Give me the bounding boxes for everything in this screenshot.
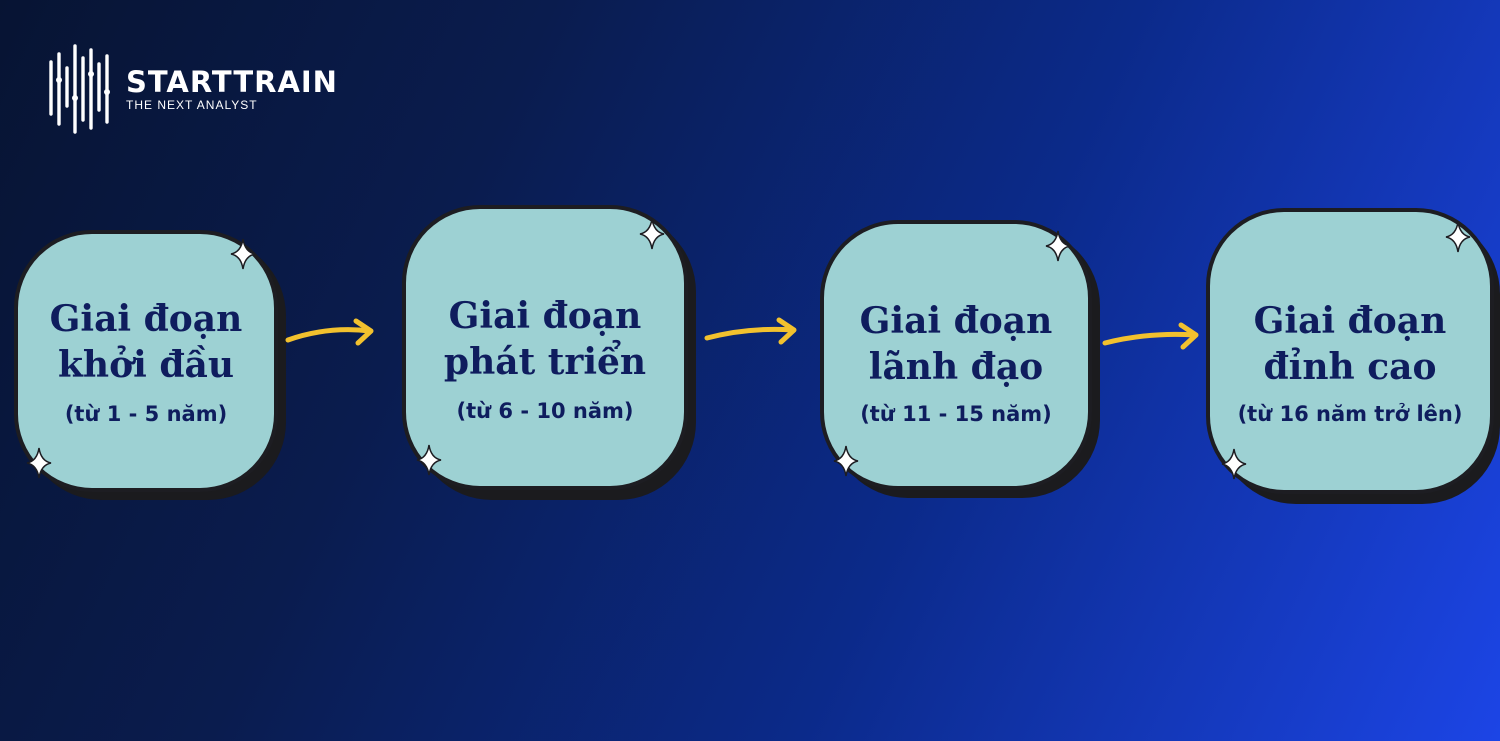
brand-tagline: THE NEXT ANALYST xyxy=(126,97,258,112)
stage-range: (từ 6 - 10 năm) xyxy=(456,399,634,423)
stage-range: (từ 11 - 15 năm) xyxy=(860,402,1052,426)
sparkle-icon xyxy=(1045,230,1071,262)
brand-logo: STARTTRAIN THE NEXT ANALYST xyxy=(46,40,338,138)
sparkle-icon xyxy=(26,447,52,479)
sparkle-icon xyxy=(230,238,256,270)
arrow-right-icon xyxy=(704,317,797,345)
stage-title-line2: phát triển xyxy=(443,341,647,383)
sparkle-icon xyxy=(1445,221,1471,253)
stage-range: (từ 1 - 5 năm) xyxy=(64,402,228,426)
sparkle-icon xyxy=(416,444,442,476)
sparkle-icon xyxy=(1221,448,1247,480)
stage-title-line1: Giai đoạn xyxy=(1253,300,1447,342)
barcode-logo-icon xyxy=(49,44,110,134)
stage-title-line1: Giai đoạn xyxy=(49,298,243,340)
stage-title-line1: Giai đoạn xyxy=(859,300,1053,342)
stage-range: (từ 16 năm trở lên) xyxy=(1237,402,1463,426)
stage-title-line1: Giai đoạn xyxy=(448,295,642,337)
stage-title-line2: đỉnh cao xyxy=(1263,346,1437,388)
arrow-right-icon xyxy=(1102,322,1199,350)
sparkle-icon xyxy=(833,445,859,477)
arrow-right-icon xyxy=(285,318,374,346)
stage-title-line2: khởi đầu xyxy=(57,344,234,386)
brand-name: STARTTRAIN xyxy=(126,64,338,99)
stage-title-line2: lãnh đạo xyxy=(868,346,1044,388)
sparkle-icon xyxy=(639,218,665,250)
